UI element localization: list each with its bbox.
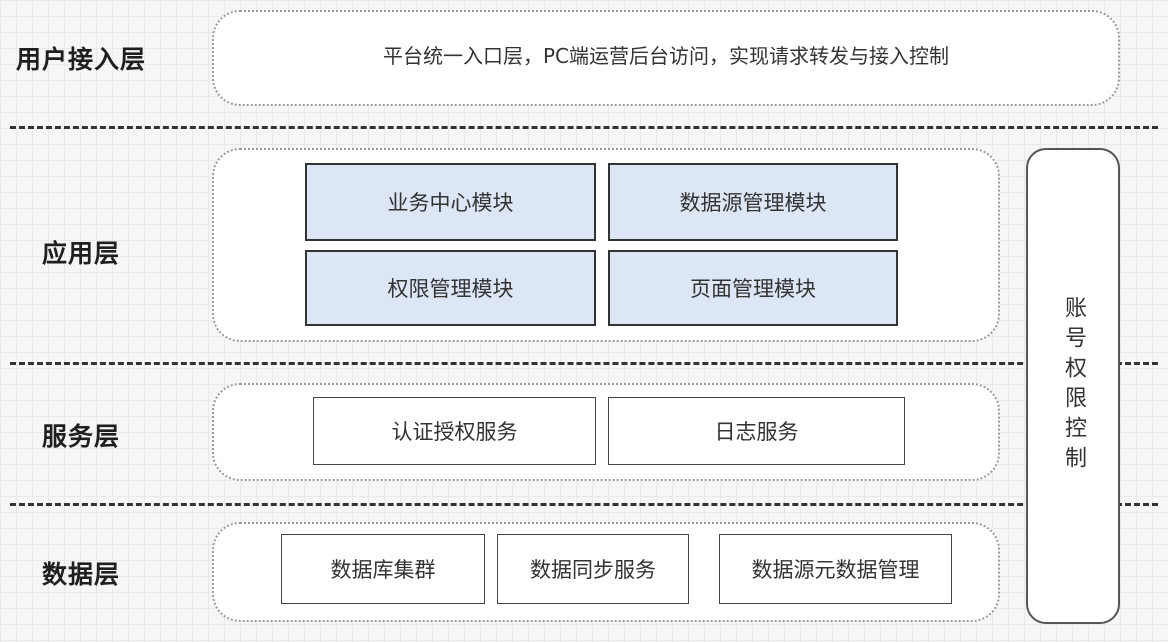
module-permission-management: 权限管理模块: [305, 250, 596, 326]
access-layer-group: [212, 10, 1120, 106]
layer-label-data: 数据层: [42, 560, 121, 589]
account-permission-label: 账号权限控制: [1061, 296, 1086, 476]
module-page-management: 页面管理模块: [608, 250, 898, 326]
layer-label-application: 应用层: [42, 239, 121, 268]
data-sync-service: 数据同步服务: [497, 534, 689, 604]
data-metadata-management: 数据源元数据管理: [719, 534, 952, 604]
access-layer-description: 平台统一入口层，PC端运营后台访问，实现请求转发与接入控制: [382, 44, 950, 68]
layer-label-service: 服务层: [42, 422, 121, 451]
module-business-center: 业务中心模块: [305, 163, 596, 241]
layer-divider: [10, 362, 1158, 365]
account-permission-panel: 账号权限控制: [1026, 148, 1120, 624]
service-logging: 日志服务: [608, 397, 905, 465]
layer-divider: [10, 503, 1158, 506]
layer-label-access: 用户接入层: [16, 45, 147, 74]
data-database-cluster: 数据库集群: [281, 534, 485, 604]
service-authentication: 认证授权服务: [313, 397, 596, 465]
module-datasource-management: 数据源管理模块: [608, 163, 898, 241]
layer-divider: [10, 126, 1158, 129]
